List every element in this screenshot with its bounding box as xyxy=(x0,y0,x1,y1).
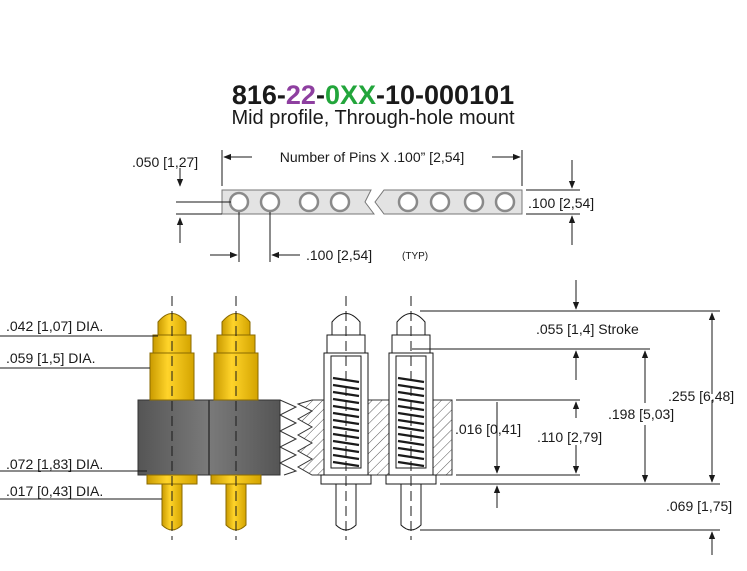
above-board-label: .198 [5,03] xyxy=(608,406,674,422)
part-number-pins: 0XX xyxy=(325,80,376,110)
pin-hole-5 xyxy=(397,191,419,213)
stroke-label: .055 [1,4] Stroke xyxy=(536,321,639,337)
pin-section-1 xyxy=(320,296,372,540)
pin-solid-1 xyxy=(146,296,198,540)
insulator-label: .110 [2,79] xyxy=(537,429,602,445)
top-view: .050 [1,27] Number of Pins X .100” [2,54… xyxy=(132,149,594,263)
pitch-label: .100 [2,54] xyxy=(306,247,372,263)
part-number-series: 22 xyxy=(286,80,316,110)
pin-hole-7 xyxy=(463,191,485,213)
break-line xyxy=(278,399,298,476)
section-pins xyxy=(320,296,437,540)
subtitle: Mid profile, Through-hole mount xyxy=(231,107,515,129)
pin-hole-6 xyxy=(429,191,451,213)
part-number: 816-22-0XX-10-000101 xyxy=(232,80,514,110)
barrel-dia-label: .072 [1,83] DIA. xyxy=(6,456,103,472)
plunger-dia-label: .059 [1,5] DIA. xyxy=(6,350,96,366)
pin-solid-2 xyxy=(210,296,262,540)
pin-section-2 xyxy=(385,296,437,540)
side-dimensions: .055 [1,4] Stroke .255 [6,48] .198 [5,03… xyxy=(412,280,734,555)
pin-holes xyxy=(228,191,516,213)
pin-hole-3 xyxy=(298,191,320,213)
part-number-suffix: -10-000101 xyxy=(376,80,514,110)
pitch-note: (TYP) xyxy=(402,251,428,262)
length-label: Number of Pins X .100” [2,54] xyxy=(280,149,464,165)
width-label: .100 [2,54] xyxy=(528,195,594,211)
pin-hole-8 xyxy=(494,191,516,213)
side-view-solid: .042 [1,07] DIA. .059 [1,5] DIA. .072 [1… xyxy=(0,296,298,540)
tail-dia-label: .017 [0,43] DIA. xyxy=(6,483,103,499)
pin-hole-4 xyxy=(329,191,351,213)
total-height-label: .255 [6,48] xyxy=(668,388,734,404)
part-number-dash: - xyxy=(316,80,325,110)
edge-offset-label: .050 [1,27] xyxy=(132,154,198,170)
part-number-prefix: 816- xyxy=(232,80,286,110)
pin-hole-1 xyxy=(228,191,250,213)
tail-length-label: .069 [1,75] xyxy=(666,498,732,514)
side-view-section xyxy=(296,296,453,540)
tip-dia-label: .042 [1,07] DIA. xyxy=(6,318,103,334)
collar-label: .016 [0,41] xyxy=(455,421,521,437)
pin-hole-2 xyxy=(259,191,281,213)
